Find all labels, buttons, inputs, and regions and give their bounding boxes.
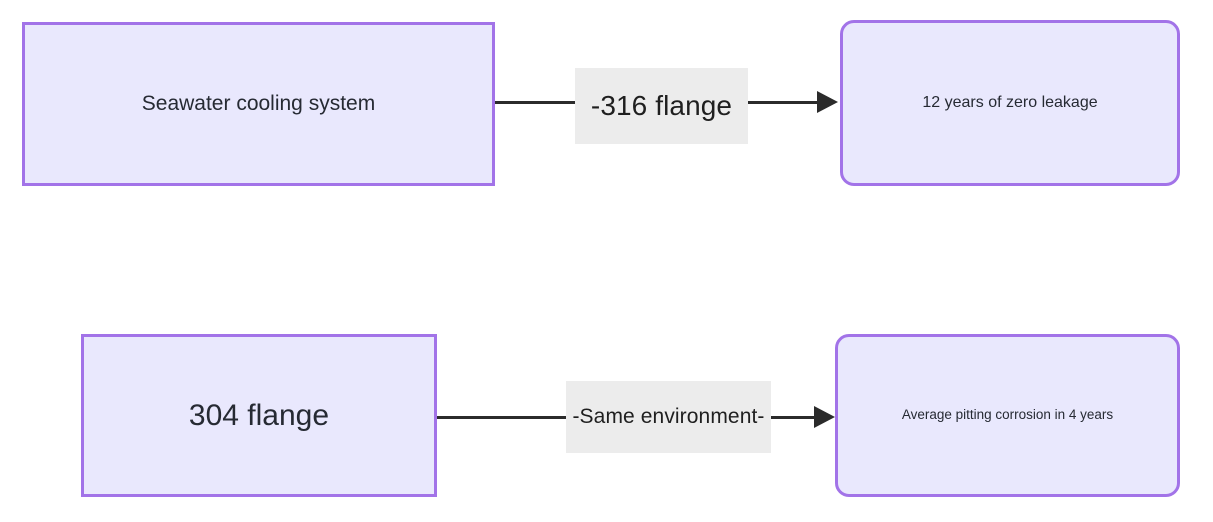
arrowhead-icon-bottom <box>814 406 835 428</box>
node-304-flange[interactable]: 304 flange <box>81 334 437 497</box>
node-label-seawater-cooling-system: Seawater cooling system <box>141 91 376 115</box>
node-label-304-flange: 304 flange <box>188 398 330 432</box>
node-label-pitting-corrosion: Average pitting corrosion in 4 years <box>901 407 1114 423</box>
node-label-zero-leakage: 12 years of zero leakage <box>922 94 1098 111</box>
edge-label-316-flange: -316 flange <box>575 68 748 144</box>
arrowhead-icon-top <box>817 91 838 113</box>
node-pitting-corrosion[interactable]: Average pitting corrosion in 4 years <box>835 334 1180 497</box>
node-zero-leakage[interactable]: 12 years of zero leakage <box>840 20 1180 186</box>
edge-label-same-environment: -Same environment- <box>566 381 771 453</box>
edge-label-text-316-flange: -316 flange <box>590 90 733 121</box>
edge-label-text-same-environment: -Same environment- <box>572 405 765 428</box>
node-seawater-cooling-system[interactable]: Seawater cooling system <box>22 22 495 186</box>
